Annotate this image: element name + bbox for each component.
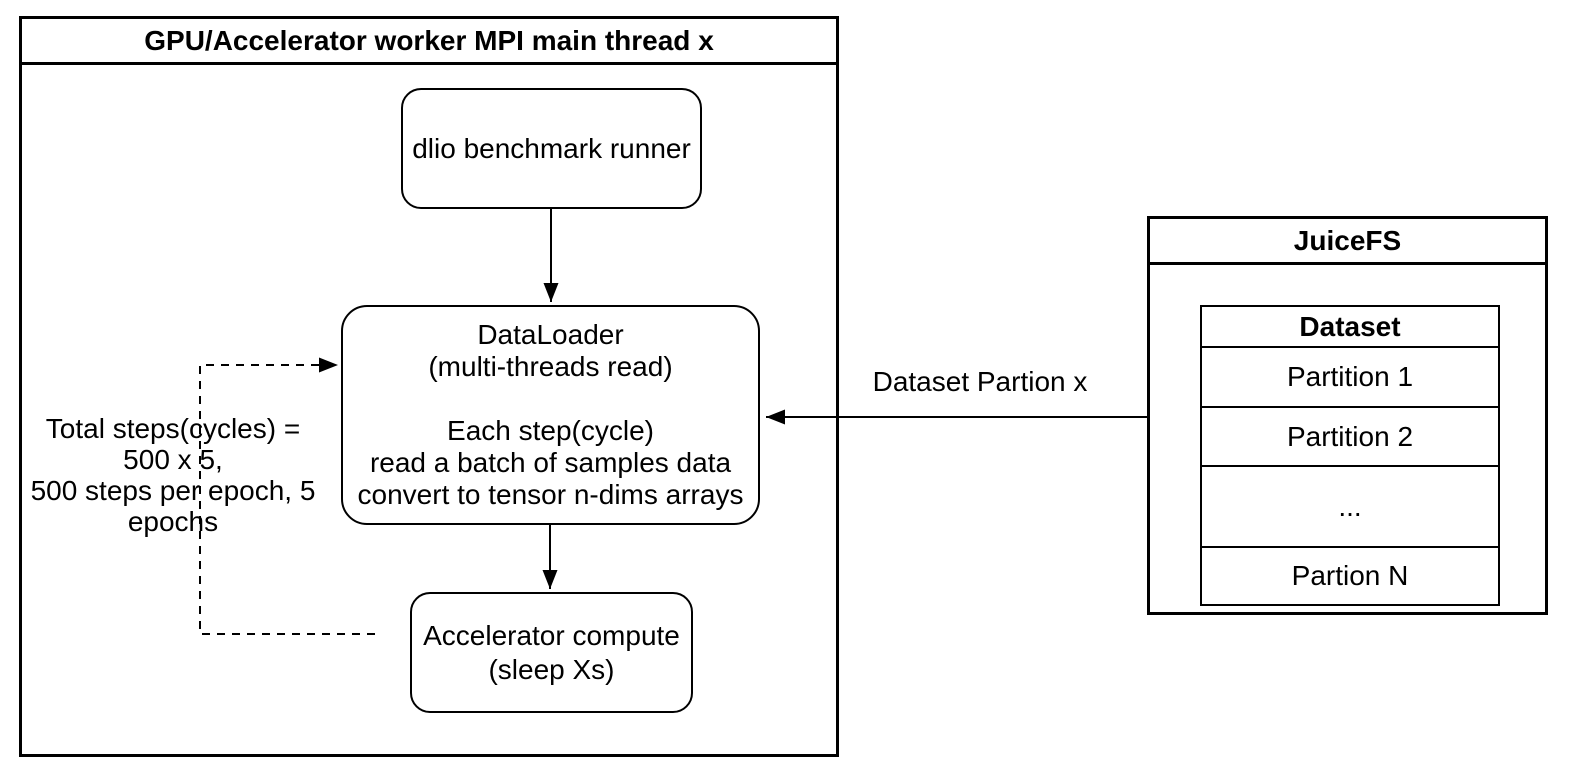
table-row-partion-n: Partion N [1202, 546, 1498, 604]
accelerator-line-2: (sleep Xs) [488, 653, 615, 685]
loop-note-line-4: epochs [127, 506, 219, 537]
loop-note-line-3: 500 steps per epoch, 5 [30, 475, 316, 506]
loop-dashed-arrow [199, 357, 375, 635]
dataloader-node: DataLoader (multi-threads read) Each ste… [341, 305, 760, 525]
table-row-partition-1: Partition 1 [1202, 346, 1498, 406]
runner-node: dlio benchmark runner [401, 88, 702, 209]
dataloader-line-5: read a batch of samples data [369, 447, 732, 478]
dataset-table: Dataset Partition 1 Partition 2 ... Part… [1200, 305, 1500, 606]
runner-label: dlio benchmark runner [412, 132, 691, 164]
dataloader-line-1: DataLoader [477, 319, 624, 350]
loop-note: Total steps(cycles) = 500 x 5, 500 steps… [8, 413, 338, 537]
juicefs-title: JuiceFS [1293, 224, 1402, 256]
worker-container: GPU/Accelerator worker MPI main thread x [19, 16, 839, 757]
worker-title-band: GPU/Accelerator worker MPI main thread x [22, 19, 836, 65]
table-row-partition-2: Partition 2 [1202, 406, 1498, 465]
table-row-ellipsis: ... [1202, 465, 1498, 546]
dataloader-line-6: convert to tensor n-dims arrays [357, 479, 744, 510]
dataset-table-header: Dataset [1299, 310, 1401, 342]
accelerator-node: Accelerator compute (sleep Xs) [410, 592, 693, 713]
juicefs-title-band: JuiceFS [1150, 219, 1545, 265]
loop-note-line-2: 500 x 5, [123, 444, 223, 475]
juicefs-container: JuiceFS Dataset Partition 1 Partition 2 … [1147, 216, 1548, 615]
edge-label-text: Dataset Partion x [872, 366, 1088, 397]
worker-title: GPU/Accelerator worker MPI main thread x [144, 24, 714, 56]
dataloader-line-4: Each step(cycle) [447, 415, 654, 446]
accelerator-line-1: Accelerator compute [423, 619, 680, 651]
edge-label-dataset-partition: Dataset Partion x [830, 366, 1130, 397]
dataloader-line-2: (multi-threads read) [428, 351, 673, 382]
loop-note-line-1: Total steps(cycles) = [45, 413, 301, 444]
